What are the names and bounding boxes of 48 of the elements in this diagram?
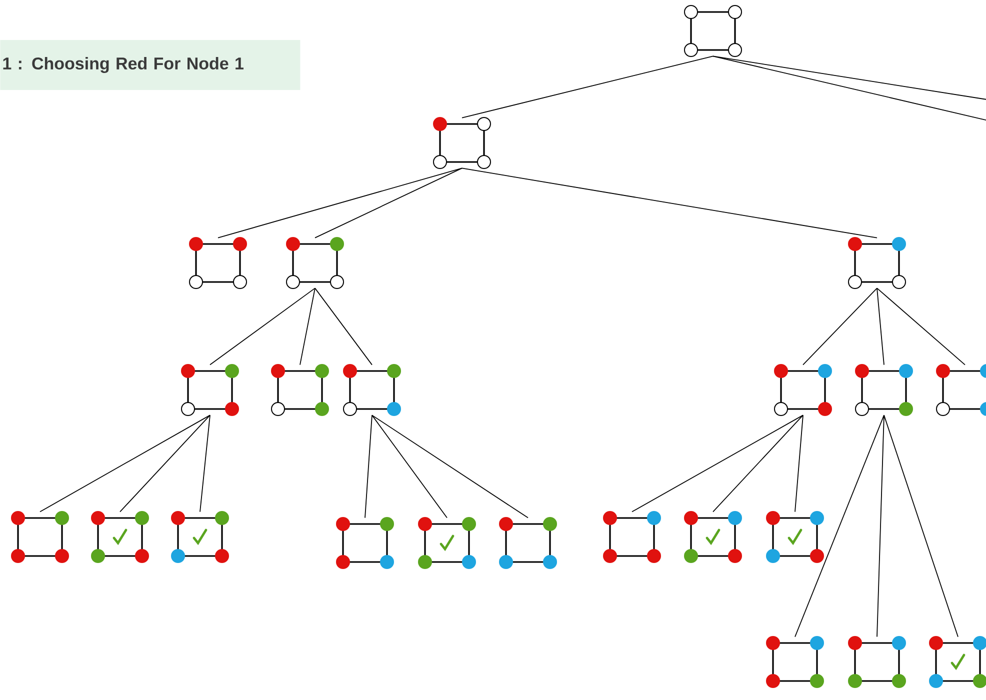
graph-drawing	[603, 511, 661, 563]
graph-drawing	[766, 636, 824, 688]
tree-edge	[40, 414, 210, 512]
tree-edge	[462, 56, 714, 118]
graph-drawing	[271, 364, 329, 416]
tree-edge	[364, 414, 372, 518]
graph-drawing	[433, 117, 491, 169]
tree-edge	[876, 414, 884, 638]
graph-drawing	[766, 511, 824, 563]
tree-edge	[120, 414, 210, 512]
graph-drawing	[936, 364, 986, 416]
tree-edge	[794, 414, 884, 638]
tree-edge	[712, 56, 986, 100]
graph-drawing	[91, 511, 149, 563]
graph-drawing	[684, 511, 742, 563]
tree-edge	[632, 414, 804, 512]
graph-drawing	[499, 517, 557, 569]
tree-edge	[218, 168, 462, 238]
tree-edge	[794, 414, 804, 512]
graph-drawing	[189, 237, 247, 289]
tree-edge	[210, 288, 316, 366]
tree-edge	[884, 414, 958, 638]
tree-edge	[712, 414, 804, 512]
tree-edge	[876, 288, 884, 366]
tree-edge	[876, 288, 966, 366]
tree-edge	[300, 288, 316, 366]
graph-drawing	[343, 364, 401, 416]
graph-drawing	[181, 364, 239, 416]
tree-edge	[372, 414, 528, 518]
graph-drawing	[336, 517, 394, 569]
graph-drawing	[848, 237, 906, 289]
tree-edge	[200, 414, 210, 512]
tree-edge	[314, 288, 372, 366]
graph-drawing	[171, 511, 229, 563]
graph-drawing	[848, 636, 906, 688]
graph-drawing	[684, 5, 742, 57]
tree-edge	[712, 56, 986, 122]
title-banner: 1 : Choosing Red For Node 1	[0, 40, 300, 90]
graph-drawing	[11, 511, 69, 563]
tree-edge	[462, 168, 878, 238]
graph-drawing	[855, 364, 913, 416]
tree-edge	[372, 414, 448, 518]
graph-drawing	[286, 237, 344, 289]
graph-drawing	[929, 636, 986, 688]
tree-edge	[314, 168, 462, 238]
tree-edge	[802, 288, 878, 366]
graph-drawing	[774, 364, 832, 416]
graph-drawing	[418, 517, 476, 569]
